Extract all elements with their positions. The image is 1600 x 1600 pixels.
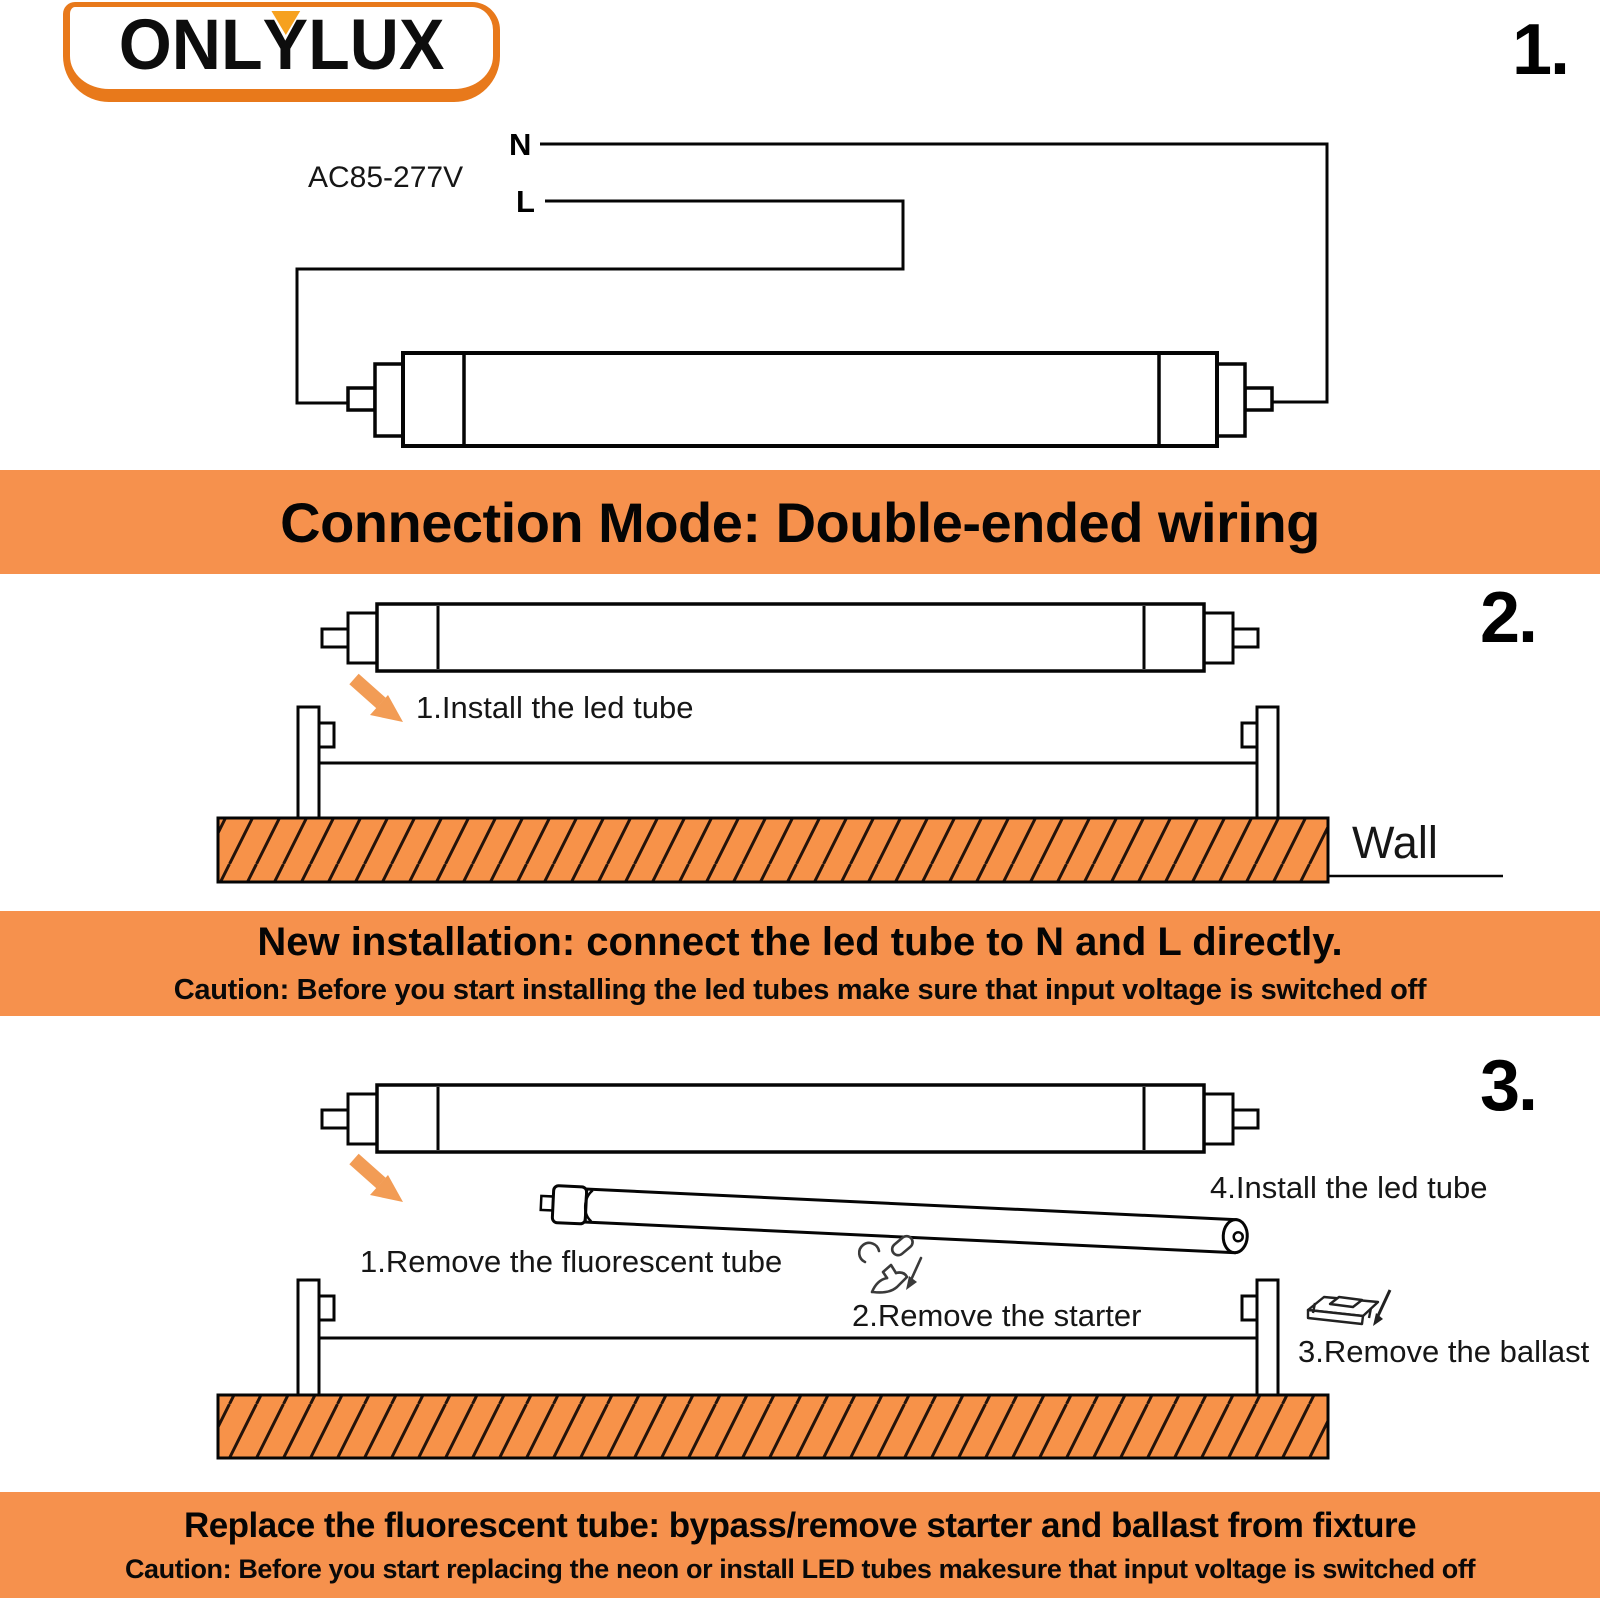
tube-pin-right xyxy=(1243,386,1274,412)
wire-l-label: L xyxy=(516,184,535,219)
led-tube-step3 xyxy=(320,1083,1260,1154)
tube-body xyxy=(375,1083,1206,1154)
wall-step3 xyxy=(216,1393,1330,1460)
step3-number: 3. xyxy=(1480,1046,1538,1126)
wall-step2 xyxy=(216,816,1503,884)
remove-ballast-icon xyxy=(1306,1289,1392,1326)
triangle-down-icon xyxy=(270,10,300,35)
banner2-title: New installation: connect the led tube t… xyxy=(257,920,1343,964)
install-arrow-icon xyxy=(349,673,403,722)
tube-cap-right xyxy=(1215,362,1247,438)
tube-cap-right xyxy=(1202,1092,1235,1146)
step1-number: 1. xyxy=(1512,10,1570,90)
step2-number: 2. xyxy=(1480,578,1538,658)
logo-text-right: LUX xyxy=(308,5,445,85)
banner3-caution: Caution: Before you start replacing the … xyxy=(124,1553,1476,1584)
wiring-n-wire xyxy=(540,142,1329,404)
install-tube-label: 1.Install the led tube xyxy=(416,690,694,725)
banner-replace-fluorescent: Replace the fluorescent tube: bypass/rem… xyxy=(0,1492,1600,1598)
socket-left xyxy=(317,1294,336,1322)
tube-pin-right xyxy=(1231,627,1260,649)
tube-cap-left xyxy=(346,611,379,665)
tube-pin-left xyxy=(320,627,350,649)
tube-body xyxy=(401,351,1219,448)
remove-ballast-label: 3.Remove the ballast xyxy=(1298,1334,1590,1369)
led-tube-step1 xyxy=(346,351,1274,448)
remove-starter-label: 2.Remove the starter xyxy=(852,1298,1142,1333)
banner2-caution: Caution: Before you start installing the… xyxy=(173,974,1427,1006)
banner-new-installation: New installation: connect the led tube t… xyxy=(0,911,1600,1016)
fluorescent-tube xyxy=(539,1184,1249,1255)
tube-cap-left xyxy=(550,1184,589,1226)
wire-n-label: N xyxy=(509,127,532,162)
bracket-left xyxy=(296,1278,321,1397)
banner1-title: Connection Mode: Double-ended wiring xyxy=(280,490,1320,554)
tube-pin-left xyxy=(320,1108,350,1130)
tube-cap-left xyxy=(346,1092,379,1146)
socket-right xyxy=(1240,721,1259,749)
fixture-step2 xyxy=(296,705,1280,820)
logo-letter-y: Y xyxy=(262,5,309,85)
bracket-left xyxy=(296,705,321,820)
wall-label: Wall xyxy=(1352,817,1438,868)
bracket-right xyxy=(1255,705,1280,820)
tube-cap-left xyxy=(373,362,405,438)
socket-left xyxy=(317,721,336,749)
install-arrow-icon xyxy=(349,1153,403,1202)
tube-end-pin xyxy=(1232,1231,1244,1243)
banner-connection-mode: Connection Mode: Double-ended wiring xyxy=(0,470,1600,574)
bracket-right xyxy=(1255,1278,1280,1397)
remove-starter-icon xyxy=(857,1234,923,1294)
remove-fluorescent-label: 1.Remove the fluorescent tube xyxy=(360,1244,783,1279)
socket-right xyxy=(1240,1294,1259,1322)
tube-pin-left xyxy=(346,386,377,412)
led-tube-step2 xyxy=(320,602,1260,673)
tube-cap-right xyxy=(1202,611,1235,665)
voltage-label: AC85-277V xyxy=(308,161,464,194)
tube-pin-right xyxy=(1231,1108,1260,1130)
banner3-title: Replace the fluorescent tube: bypass/rem… xyxy=(183,1505,1417,1545)
logo-text-left: ONL xyxy=(118,5,263,85)
wiring-l-wire xyxy=(295,199,905,405)
install-led-tube-label: 4.Install the led tube xyxy=(1210,1170,1488,1205)
tube-body xyxy=(375,602,1206,673)
